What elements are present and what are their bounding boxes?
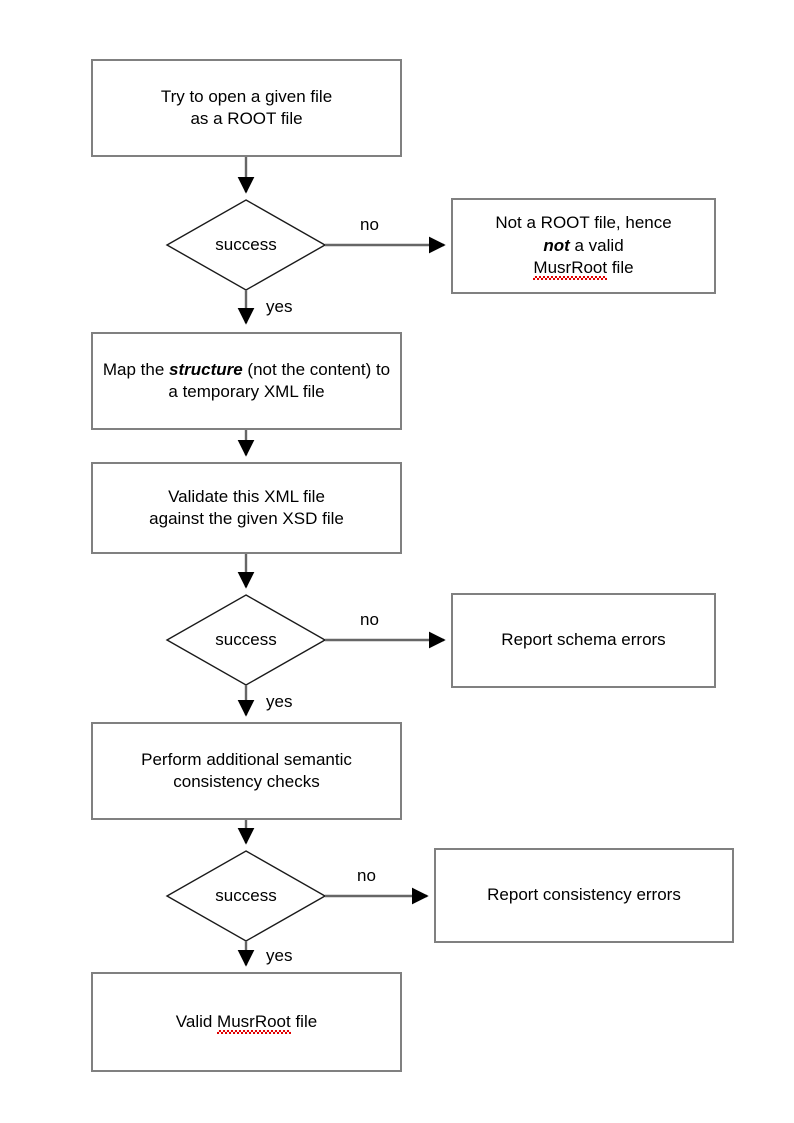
node-validate-xml[interactable]: Validate this XML file against the given… (91, 462, 402, 554)
node-decision-schema[interactable]: success (167, 595, 325, 685)
line-2-rest: a valid (569, 235, 624, 255)
node-report-schema-errors-text: Report schema errors (501, 630, 666, 650)
edge-label-no-2: no (360, 610, 379, 629)
node-report-schema-errors[interactable]: Report schema errors (451, 593, 716, 688)
misspelled-musrroot: MusrRoot (217, 1011, 291, 1031)
segment-post: (not the content) to a temporary XML fil… (168, 359, 391, 401)
node-not-root-file[interactable]: Not a ROOT file, hence not a valid MusrR… (451, 198, 716, 294)
node-open-root-file[interactable]: Try to open a given file as a ROOT file (91, 59, 402, 157)
line-3-rest: file (607, 258, 634, 278)
line-2: against the given XSD file (149, 509, 344, 528)
line-1: Validate this XML file (168, 486, 325, 506)
edge-label-yes-3: yes (266, 946, 293, 965)
misspelled-musrroot: MusrRoot (533, 258, 608, 278)
node-semantic-checks-text: Perform additional semantic consistency … (99, 749, 394, 794)
line-1: Perform additional semantic (141, 749, 352, 769)
decision-schema-label: success (215, 630, 277, 649)
node-decision-open[interactable]: success (167, 200, 325, 290)
decision-open-label: success (215, 235, 277, 254)
segment-pre: Map the (102, 359, 170, 379)
edge-label-yes-1: yes (266, 297, 293, 316)
node-semantic-checks[interactable]: Perform additional semantic consistency … (91, 722, 402, 820)
emphasis-not: not (543, 235, 570, 255)
suffix: file (290, 1011, 318, 1031)
line-1: Not a ROOT file, hence (495, 213, 672, 233)
edge-label-no-1: no (360, 215, 379, 234)
node-decision-consistency[interactable]: success (167, 851, 325, 941)
edge-label-no-3: no (357, 866, 376, 885)
node-map-structure-text: Map the structure (not the content) to a… (99, 359, 394, 404)
decision-consistency-label: success (215, 886, 277, 905)
node-valid-musrroot-text: Valid MusrRoot file (99, 1011, 394, 1033)
node-validate-xml-text: Validate this XML file against the given… (99, 486, 394, 531)
node-open-root-file-text: Try to open a given file as a ROOT file (99, 86, 394, 131)
node-valid-musrroot[interactable]: Valid MusrRoot file (91, 972, 402, 1072)
line-2: consistency checks (173, 772, 320, 791)
emphasis-structure: structure (169, 359, 243, 379)
node-not-root-file-text: Not a ROOT file, hence not a valid MusrR… (459, 212, 708, 279)
prefix: Valid (175, 1011, 218, 1031)
node-report-consistency-errors[interactable]: Report consistency errors (434, 848, 734, 943)
edge-label-yes-2: yes (266, 692, 293, 711)
node-report-consistency-errors-text: Report consistency errors (487, 885, 681, 905)
line-2: as a ROOT file (190, 109, 303, 128)
line-1: Try to open a given file (160, 86, 333, 106)
node-map-structure[interactable]: Map the structure (not the content) to a… (91, 332, 402, 430)
